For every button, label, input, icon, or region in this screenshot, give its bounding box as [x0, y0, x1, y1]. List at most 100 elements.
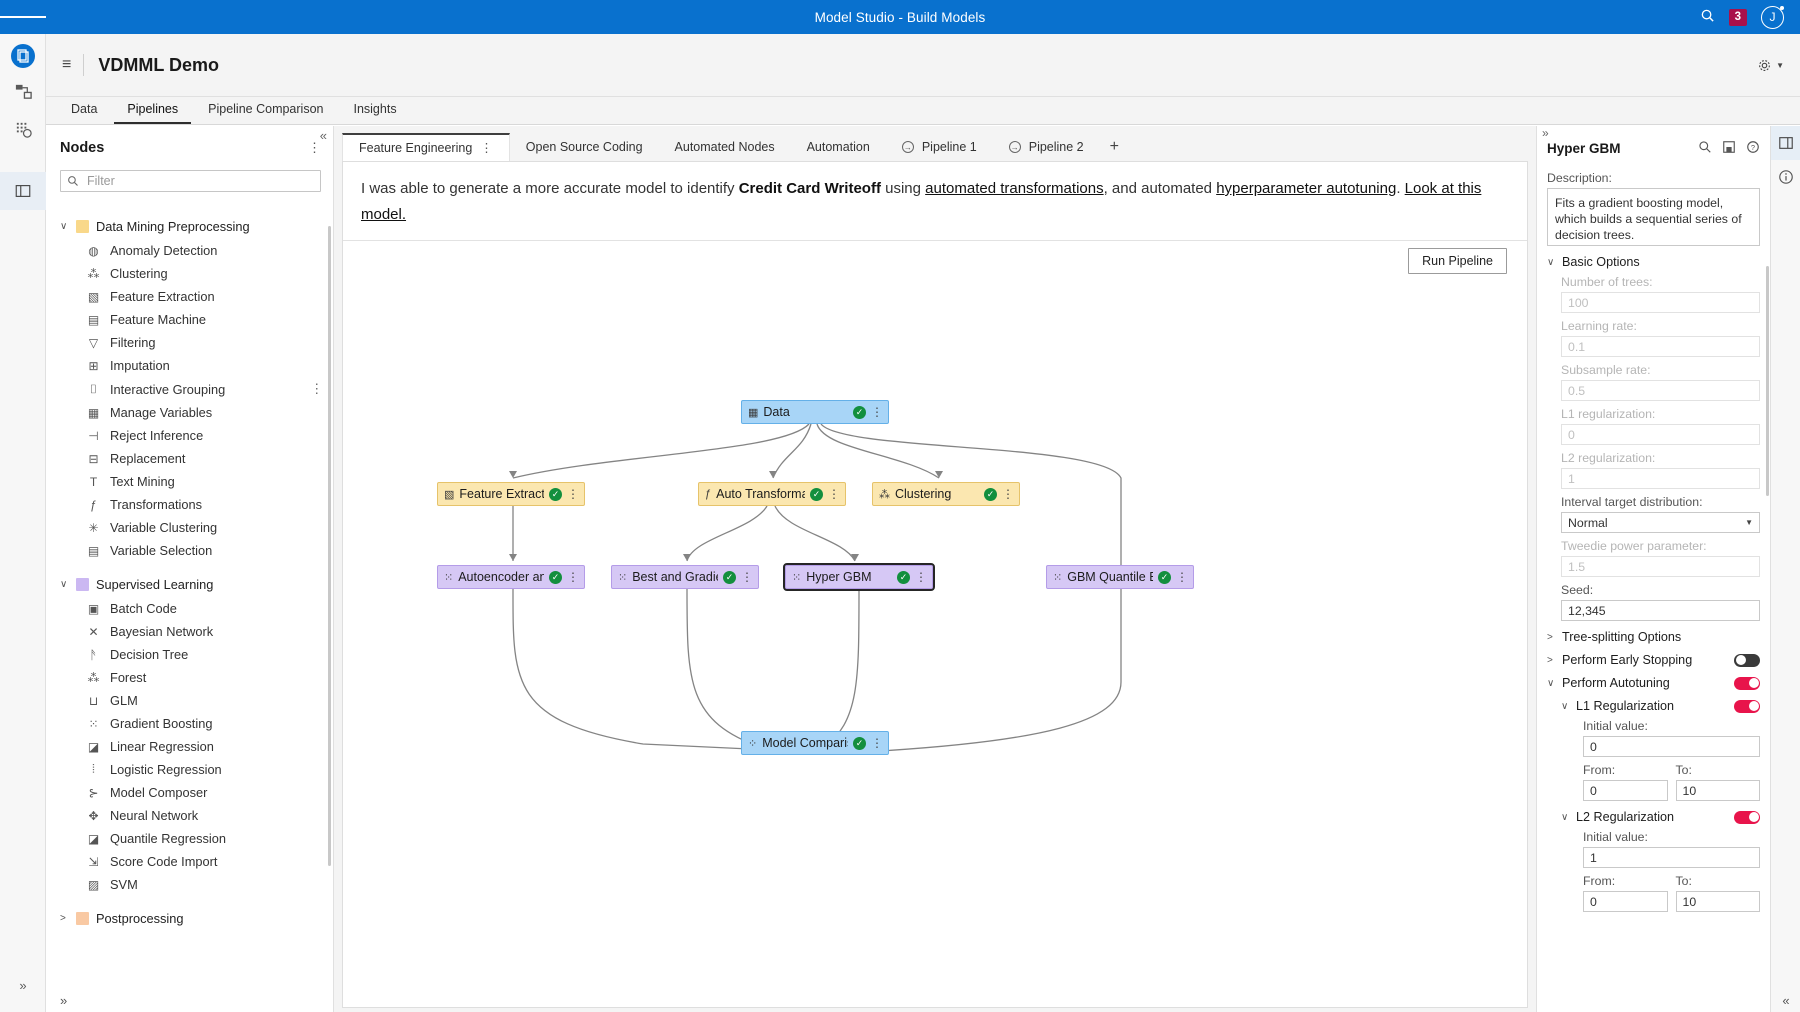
diagram-node-more-options-icon[interactable]: ⋮ — [567, 487, 579, 501]
rail-icon-panel-toggle[interactable] — [0, 172, 46, 210]
diagram-node-more-options-icon[interactable]: ⋮ — [871, 736, 883, 750]
nodes-group-supervised-learning[interactable]: ∨Supervised Learning — [46, 572, 333, 597]
add-pipeline-button[interactable]: + — [1109, 138, 1119, 155]
node-list-item-score-code-import[interactable]: ⇲Score Code Import — [46, 850, 333, 873]
l1-from-input[interactable]: 0 — [1583, 780, 1668, 801]
l1-reg-toggle[interactable] — [1734, 699, 1760, 713]
pipeline-tab-more-options-icon[interactable]: ⋮ — [480, 141, 493, 155]
pipeline-tab-automated-nodes[interactable]: Automated Nodes — [659, 140, 791, 161]
node-list-item-linear-regression[interactable]: ◪Linear Regression — [46, 735, 333, 758]
l1-to-input[interactable]: 10 — [1675, 780, 1760, 801]
nodes-scrollbar[interactable] — [328, 226, 331, 866]
section-tree-splitting[interactable]: > Tree-splitting Options — [1547, 630, 1760, 644]
section-autotuning[interactable]: ∨ Perform Autotuning — [1547, 676, 1760, 690]
diagram-node-more-options-icon[interactable]: ⋮ — [741, 570, 753, 584]
double-chevron-left-icon[interactable]: « — [319, 128, 327, 143]
node-list-item-batch-code[interactable]: ▣Batch Code — [46, 597, 333, 620]
properties-icon[interactable] — [1771, 126, 1800, 160]
tab-pipeline-comparison[interactable]: Pipeline Comparison — [208, 102, 324, 116]
diagram-node-clustering[interactable]: ⁂Clustering✓⋮ — [872, 482, 1020, 506]
pipeline-tab-pipeline-2[interactable]: →Pipeline 2 — [993, 140, 1100, 161]
node-list-item-feature-machine[interactable]: ▤Feature Machine — [46, 308, 333, 331]
node-list-item-reject-inference[interactable]: ⊣Reject Inference — [46, 424, 333, 447]
node-list-item-quantile-regression[interactable]: ◪Quantile Regression — [46, 827, 333, 850]
search-icon[interactable] — [1698, 140, 1712, 157]
description-field[interactable]: Fits a gradient boosting model, which bu… — [1547, 188, 1760, 246]
section-basic-options[interactable]: ∨ Basic Options — [1547, 255, 1760, 269]
diagram-node-feature-extraction[interactable]: ▧Feature Extractio.✓⋮ — [437, 482, 585, 506]
diagram-node-gbm-quantile[interactable]: ⁙GBM Quantile Bi✓⋮ — [1046, 565, 1194, 589]
node-list-item-manage-variables[interactable]: ▦Manage Variables — [46, 401, 333, 424]
nodes-group-postprocessing[interactable]: >Postprocessing — [46, 906, 333, 931]
l2-reg-toggle[interactable] — [1734, 810, 1760, 824]
save-icon[interactable] — [1722, 140, 1736, 157]
rail-expand-icon[interactable]: » — [19, 977, 27, 993]
seed-input[interactable]: 12,345 — [1561, 600, 1760, 621]
node-list-item-replacement[interactable]: ⊟Replacement — [46, 447, 333, 470]
nodes-group-data-mining-preprocessing[interactable]: ∨Data Mining Preprocessing — [46, 214, 333, 239]
rail-icon-model-studio[interactable] — [0, 34, 46, 72]
tweedie-input[interactable]: 1.5 — [1561, 556, 1760, 577]
annotation-link-model[interactable]: Look at this model. — [361, 180, 1482, 223]
diagram-node-more-options-icon[interactable]: ⋮ — [828, 487, 840, 501]
tab-pipelines[interactable]: Pipelines — [114, 102, 192, 124]
diagram-node-more-options-icon[interactable]: ⋮ — [915, 570, 927, 584]
diagram-node-more-options-icon[interactable]: ⋮ — [567, 570, 579, 584]
annotation-link-autotuning[interactable]: hyperparameter autotuning — [1216, 180, 1397, 197]
node-list-item-variable-clustering[interactable]: ✳Variable Clustering — [46, 516, 333, 539]
early-stopping-toggle[interactable] — [1734, 653, 1760, 667]
rail-icon-pipelines[interactable] — [0, 72, 46, 110]
filter-input-wrap[interactable] — [60, 170, 321, 192]
diagram-node-data[interactable]: ▦Data✓⋮ — [741, 400, 889, 424]
node-list-item-forest[interactable]: ⁂Forest — [46, 666, 333, 689]
diagram-node-autoencoder[interactable]: ⁙Autoencoder an.✓⋮ — [437, 565, 585, 589]
node-list-item-svm[interactable]: ▨SVM — [46, 873, 333, 896]
tab-insights[interactable]: Insights — [353, 102, 397, 116]
diagram-node-more-options-icon[interactable]: ⋮ — [1002, 487, 1014, 501]
nodes-panel-expand-icon[interactable]: » — [60, 993, 68, 1008]
l1-regularization-input[interactable]: 0 — [1561, 424, 1760, 445]
notification-badge[interactable]: 3 — [1728, 8, 1747, 26]
search-icon[interactable] — [1700, 8, 1715, 26]
node-list-item-glm[interactable]: ⊔GLM — [46, 689, 333, 712]
subsample-rate-input[interactable]: 0.5 — [1561, 380, 1760, 401]
learning-rate-input[interactable]: 0.1 — [1561, 336, 1760, 357]
help-icon[interactable]: ? — [1746, 140, 1760, 157]
diagram-node-more-options-icon[interactable]: ⋮ — [1176, 570, 1188, 584]
l2-regularization-input[interactable]: 1 — [1561, 468, 1760, 489]
diagram-node-model-comparison[interactable]: ⁘Model Comparis.✓⋮ — [741, 731, 889, 755]
autotuning-toggle[interactable] — [1734, 676, 1760, 690]
node-list-item-filtering[interactable]: ▽Filtering — [46, 331, 333, 354]
pipeline-tab-automation[interactable]: Automation — [791, 140, 886, 161]
diagram-node-more-options-icon[interactable]: ⋮ — [871, 405, 883, 419]
l2-from-input[interactable]: 0 — [1583, 891, 1668, 912]
num-trees-input[interactable]: 100 — [1561, 292, 1760, 313]
nodes-panel-more-options-icon[interactable]: ⋮ — [308, 140, 321, 155]
l2-to-input[interactable]: 10 — [1675, 891, 1760, 912]
list-icon[interactable]: ≡ — [62, 56, 72, 73]
diagram-node-hyper-gbm[interactable]: ⁙Hyper GBM✓⋮ — [783, 563, 935, 591]
node-list-item-clustering[interactable]: ⁂Clustering — [46, 262, 333, 285]
properties-collapse-icon[interactable]: » — [1542, 126, 1549, 140]
l1-initial-input[interactable]: 0 — [1583, 736, 1760, 757]
run-pipeline-button[interactable]: Run Pipeline — [1408, 248, 1507, 274]
l2-initial-input[interactable]: 1 — [1583, 847, 1760, 868]
section-l2-regularization[interactable]: ∨ L2 Regularization — [1561, 810, 1760, 824]
tab-data[interactable]: Data — [71, 102, 98, 116]
node-list-item-logistic-regression[interactable]: ⦙Logistic Regression — [46, 758, 333, 781]
node-list-item-imputation[interactable]: ⊞Imputation — [46, 354, 333, 377]
pipeline-tab-open-source-coding[interactable]: Open Source Coding — [510, 140, 659, 161]
pipeline-tab-feature-engineering[interactable]: Feature Engineering⋮ — [342, 133, 510, 161]
properties-scrollbar[interactable] — [1766, 266, 1769, 496]
node-list-item-bayesian-network[interactable]: ✕Bayesian Network — [46, 620, 333, 643]
search-input[interactable] — [85, 173, 314, 189]
interval-target-select[interactable]: Normal ▼ — [1561, 512, 1760, 533]
section-l1-regularization[interactable]: ∨ L1 Regularization — [1561, 699, 1760, 713]
node-list-item-interactive-grouping[interactable]: ⌷Interactive Grouping⋮ — [46, 377, 333, 401]
pipeline-canvas[interactable]: I was able to generate a more accurate m… — [342, 161, 1528, 1008]
avatar[interactable]: J — [1761, 5, 1784, 29]
hamburger-icon[interactable] — [0, 14, 46, 20]
node-list-item-model-composer[interactable]: ⊱Model Composer — [46, 781, 333, 804]
